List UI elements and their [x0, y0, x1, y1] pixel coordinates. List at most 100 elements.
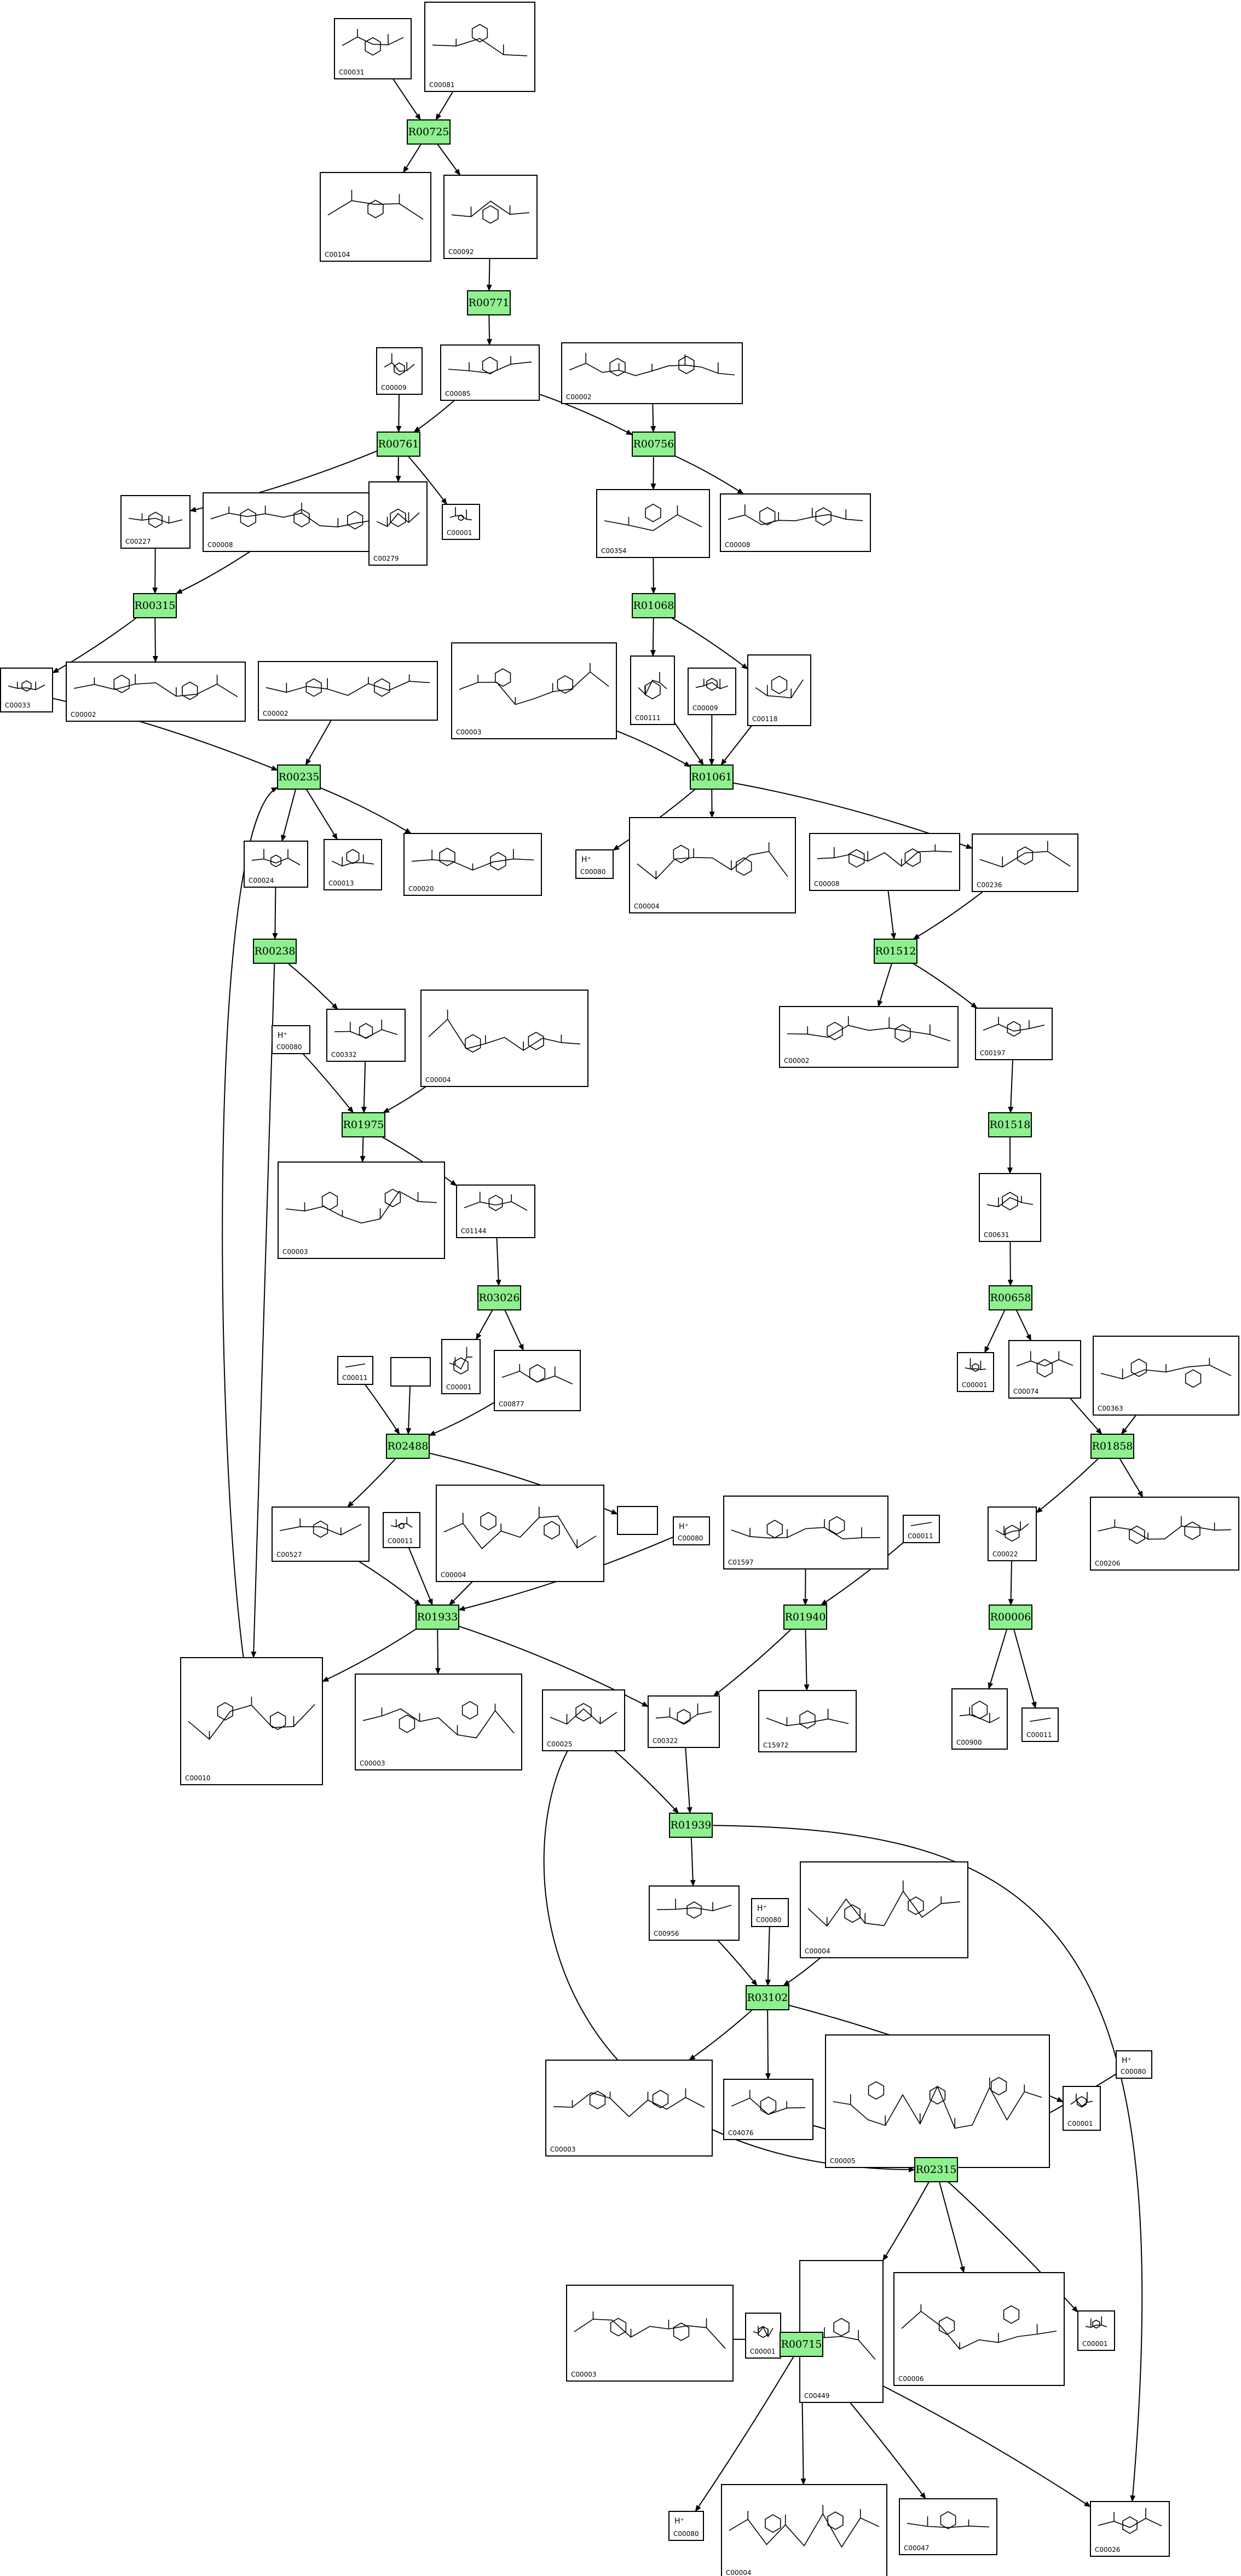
compound-c00111-node[interactable]: C00111 — [630, 656, 675, 725]
reaction-r00235-node[interactable]: R00235 — [277, 764, 321, 790]
compound-c00081-node[interactable]: C00081 — [424, 2, 535, 92]
reaction-r03102-node[interactable]: R03102 — [746, 1985, 789, 2010]
compound-c00080-node[interactable]: H⁺C00080 — [1116, 2050, 1152, 2079]
compound-c00022-node[interactable]: C00022 — [988, 1507, 1037, 1561]
compound-c00080-node[interactable]: H⁺C00080 — [272, 1025, 310, 1054]
compound-c00001-node[interactable]: C00001 — [1063, 2086, 1101, 2131]
compound-c00004-node[interactable]: C00004 — [721, 2484, 887, 2576]
compound-empty-node[interactable] — [390, 1357, 431, 1387]
compound-c00118-node[interactable]: C00118 — [747, 654, 811, 726]
reaction-r00756-node[interactable]: R00756 — [632, 432, 676, 457]
compound-c00004-node[interactable]: C00004 — [629, 817, 796, 913]
reaction-r01858-node[interactable]: R01858 — [1090, 1434, 1134, 1459]
compound-c00002-node[interactable]: C00002 — [258, 661, 438, 721]
compound-c00011-node[interactable]: C00011 — [1021, 1707, 1059, 1742]
compound-c00004-node[interactable]: C00004 — [420, 990, 588, 1087]
compound-c00009-node[interactable]: C00009 — [688, 668, 736, 715]
reaction-r00006-node[interactable]: R00006 — [989, 1605, 1032, 1630]
compound-c00001-node[interactable]: C00001 — [957, 1352, 994, 1392]
compound-c00527-node[interactable]: C00527 — [272, 1507, 370, 1562]
compound-c00085-node[interactable]: C00085 — [440, 344, 540, 401]
compound-c00877-node[interactable]: C00877 — [494, 1350, 581, 1411]
compound-c15972-node[interactable]: C15972 — [758, 1690, 857, 1752]
reaction-r01939-node[interactable]: R01939 — [669, 1813, 713, 1838]
compound-c00010-node[interactable]: C00010 — [180, 1657, 323, 1785]
compound-c00013-node[interactable]: C00013 — [324, 839, 382, 890]
compound-c01597-node[interactable]: C01597 — [723, 1496, 888, 1569]
compound-c00332-node[interactable]: C00332 — [326, 1009, 406, 1062]
reaction-r01518-node[interactable]: R01518 — [988, 1112, 1032, 1137]
compound-c00001-node[interactable]: C00001 — [1077, 2310, 1115, 2351]
compound-c00004-node[interactable]: C00004 — [436, 1485, 604, 1582]
compound-c00080-node[interactable]: H⁺C00080 — [575, 849, 614, 879]
compound-c00003-node[interactable]: C00003 — [355, 1674, 522, 1770]
compound-c00009-node[interactable]: C00009 — [376, 347, 423, 395]
compound-c00003-node[interactable]: C00003 — [545, 2060, 713, 2157]
compound-c00003-node[interactable]: C00003 — [278, 1162, 445, 1259]
compound-c00047-node[interactable]: C00047 — [899, 2498, 997, 2555]
compound-c00449-node[interactable]: C00449 — [799, 2260, 884, 2403]
reaction-r00238-node[interactable]: R00238 — [253, 939, 297, 964]
compound-c00074-node[interactable]: C00074 — [1008, 1340, 1081, 1399]
compound-id: C00004 — [805, 1947, 830, 1955]
reaction-r00315-node[interactable]: R00315 — [133, 593, 177, 618]
compound-c00322-node[interactable]: C00322 — [648, 1695, 720, 1748]
compound-empty-node[interactable] — [617, 1506, 658, 1535]
reaction-box — [407, 119, 451, 145]
compound-c01144-node[interactable]: C01144 — [456, 1185, 535, 1238]
compound-c00005-node[interactable]: C00005 — [825, 2034, 1050, 2168]
reaction-r00761-node[interactable]: R00761 — [377, 432, 420, 457]
compound-c00631-node[interactable]: C00631 — [979, 1173, 1041, 1242]
reaction-r03026-node[interactable]: R03026 — [477, 1285, 521, 1310]
compound-c00104-node[interactable]: C00104 — [320, 172, 431, 262]
compound-c00008-node[interactable]: C00008 — [203, 492, 401, 552]
compound-c00002-node[interactable]: C00002 — [561, 342, 743, 404]
reaction-r00771-node[interactable]: R00771 — [467, 290, 511, 315]
reaction-r01068-node[interactable]: R01068 — [632, 593, 676, 618]
compound-c00025-node[interactable]: C00025 — [542, 1689, 625, 1751]
compound-c00002-node[interactable]: C00002 — [66, 662, 246, 722]
compound-c00092-node[interactable]: C00092 — [443, 175, 538, 259]
compound-c00363-node[interactable]: C00363 — [1093, 1336, 1239, 1416]
compound-c00004-node[interactable]: C00004 — [800, 1861, 968, 1958]
reaction-r00658-node[interactable]: R00658 — [989, 1285, 1032, 1310]
compound-c00080-node[interactable]: H⁺C00080 — [668, 2511, 704, 2541]
compound-c00206-node[interactable]: C00206 — [1090, 1497, 1239, 1571]
compound-c00900-node[interactable]: C00900 — [951, 1688, 1008, 1750]
reaction-r02488-node[interactable]: R02488 — [386, 1434, 430, 1459]
compound-c00227-node[interactable]: C00227 — [120, 495, 191, 549]
reaction-r01940-node[interactable]: R01940 — [783, 1605, 827, 1630]
compound-c00031-node[interactable]: C00031 — [334, 18, 412, 79]
compound-c00080-node[interactable]: H⁺C00080 — [751, 1898, 789, 1927]
compound-c00003-node[interactable]: C00003 — [451, 642, 617, 739]
compound-c00006-node[interactable]: C00006 — [893, 2272, 1065, 2386]
compound-c00236-node[interactable]: C00236 — [972, 833, 1078, 892]
compound-c00011-node[interactable]: C00011 — [903, 1515, 940, 1543]
reaction-r01061-node[interactable]: R01061 — [690, 764, 734, 790]
reaction-r01933-node[interactable]: R01933 — [415, 1605, 459, 1630]
compound-c00001-node[interactable]: C00001 — [745, 2313, 781, 2359]
compound-c00011-node[interactable]: C00011 — [337, 1356, 373, 1385]
compound-c00956-node[interactable]: C00956 — [649, 1885, 740, 1941]
compound-c00001-node[interactable]: C00001 — [442, 504, 480, 540]
compound-c00008-node[interactable]: C00008 — [809, 833, 960, 891]
compound-c00008-node[interactable]: C00008 — [720, 493, 871, 552]
reaction-r00715-node[interactable]: R00715 — [780, 2332, 823, 2357]
compound-c00020-node[interactable]: C00020 — [403, 833, 542, 896]
reaction-r01975-node[interactable]: R01975 — [342, 1112, 385, 1137]
reaction-r01512-node[interactable]: R01512 — [874, 939, 917, 964]
compound-c00002-node[interactable]: C00002 — [779, 1006, 959, 1068]
reaction-r02315-node[interactable]: R02315 — [914, 2157, 958, 2182]
compound-c00024-node[interactable]: C00024 — [244, 841, 308, 888]
compound-c00001-node[interactable]: C00001 — [441, 1339, 481, 1394]
compound-c00003-node[interactable]: C00003 — [566, 2285, 734, 2382]
reaction-r00725-node[interactable]: R00725 — [407, 119, 451, 145]
compound-c00080-node[interactable]: H⁺C00080 — [673, 1516, 710, 1545]
compound-c00033-node[interactable]: C00033 — [0, 668, 53, 712]
compound-c00011-node[interactable]: C00011 — [383, 1512, 420, 1548]
compound-c04076-node[interactable]: C04076 — [723, 2079, 813, 2140]
compound-c00026-node[interactable]: C00026 — [1090, 2501, 1170, 2557]
compound-c00354-node[interactable]: C00354 — [596, 489, 710, 558]
compound-c00197-node[interactable]: C00197 — [975, 1008, 1053, 1060]
compound-c00279-node[interactable]: C00279 — [368, 481, 428, 566]
